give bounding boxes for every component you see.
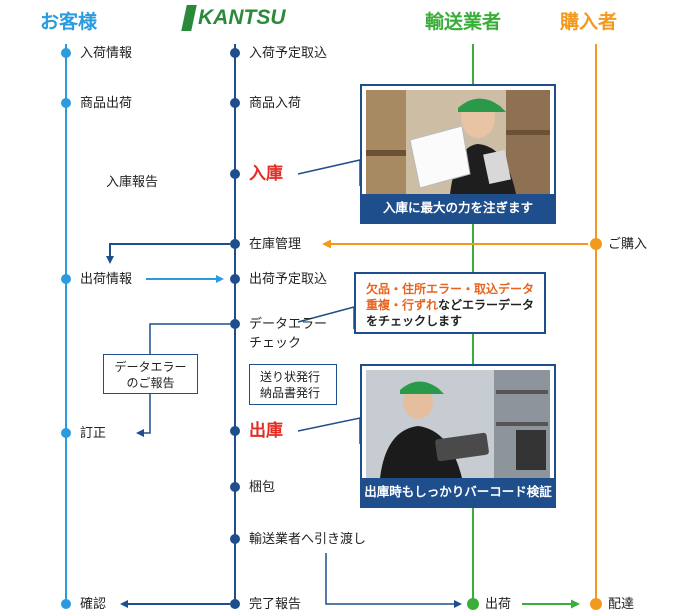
slip-line-1: 送り状発行	[260, 370, 321, 384]
purchase-label: ご購入	[608, 237, 648, 252]
error-check-line-3: をチェックします	[366, 314, 463, 329]
receiving-label: 入庫	[249, 164, 283, 184]
carrier-header: 輸送業者	[425, 11, 502, 33]
delivery-label: 配達	[608, 597, 635, 612]
slip-note: 送り状発行 納品書発行	[249, 364, 337, 405]
inventory-label: 在庫管理	[249, 237, 302, 252]
inventory-to-shipping-info-arrow	[106, 243, 230, 264]
dot-inventory	[230, 239, 240, 249]
arrival-schedule-label: 入荷予定取込	[249, 46, 328, 61]
customer-header: お客様	[40, 11, 98, 33]
error-report-line-2: のご報告	[126, 376, 175, 391]
dot-receiving	[230, 169, 240, 179]
receiving-photo	[366, 90, 550, 194]
handover-to-ship-arrow	[325, 553, 462, 608]
product-arrival-label: 商品入荷	[249, 96, 302, 111]
dot-shipping-info	[61, 274, 71, 284]
receiving-card: 入庫に最大の力を注ぎます	[360, 84, 556, 224]
error-check-line-1: 欠品・住所エラー・取込データ	[366, 281, 544, 297]
dot-arrival-info	[61, 48, 71, 58]
dot-arrival-schedule	[230, 48, 240, 58]
dot-shipping-schedule	[230, 274, 240, 284]
receiving-callout-pointer	[297, 159, 361, 186]
dot-product-shipping	[61, 98, 71, 108]
arrival-info-label: 入荷情報	[80, 46, 133, 61]
shipping-caption: 出庫時もしっかりバーコード検証	[362, 478, 554, 506]
ship-label: 出荷	[485, 597, 512, 612]
error-check-orange-2: 重複・行ずれ	[366, 298, 439, 313]
handover-label: 輸送業者へ引き渡し	[249, 532, 367, 547]
shipping-photo	[366, 370, 550, 478]
correction-label: 訂正	[80, 426, 107, 441]
error-report-line-1: データエラー	[114, 360, 187, 374]
confirmation-label: 確認	[80, 597, 107, 612]
error-check-callout: 欠品・住所エラー・取込データ 重複・行ずれなどエラーデータ をチェックします	[354, 272, 546, 334]
dot-correction	[61, 428, 71, 438]
data-error-label-1: データエラー	[249, 317, 328, 332]
data-error-label-2: チェック	[249, 336, 302, 351]
dot-shipping-out	[230, 426, 240, 436]
dot-delivery	[590, 598, 602, 610]
slip-line-2: 納品書発行	[260, 386, 321, 401]
receiving-caption: 入庫に最大の力を注ぎます	[362, 194, 554, 222]
dot-completion	[230, 599, 240, 609]
shipping-schedule-label: 出荷予定取込	[249, 272, 328, 287]
error-report-note: データエラー のご報告	[103, 354, 198, 394]
error-check-orange-1: 欠品・住所エラー・取込データ	[366, 282, 535, 296]
dot-packing	[230, 482, 240, 492]
dot-purchase	[590, 238, 602, 250]
error-check-line-2: 重複・行ずれなどエラーデータ	[366, 297, 544, 313]
logo-text: KANTSU	[198, 6, 286, 29]
product-shipping-label: 商品出荷	[80, 96, 133, 111]
arrival-report-label: 入庫報告	[106, 175, 159, 190]
dot-product-arrival	[230, 98, 240, 108]
dot-ship	[467, 598, 479, 610]
error-check-black-2: などエラーデータ	[438, 298, 535, 313]
shipping-card: 出庫時もしっかりバーコード検証	[360, 364, 556, 508]
packing-label: 梱包	[249, 480, 276, 495]
dot-handover	[230, 534, 240, 544]
shipping-callout-pointer	[297, 417, 361, 444]
shipping-out-label: 出庫	[249, 421, 283, 441]
dot-confirmation	[61, 599, 71, 609]
dot-data-error	[230, 319, 240, 329]
completion-report-label: 完了報告	[249, 597, 302, 612]
shipping-info-label: 出荷情報	[80, 272, 133, 287]
buyer-header: 購入者	[560, 11, 618, 33]
kantsu-logo: KANTSU	[181, 5, 292, 31]
